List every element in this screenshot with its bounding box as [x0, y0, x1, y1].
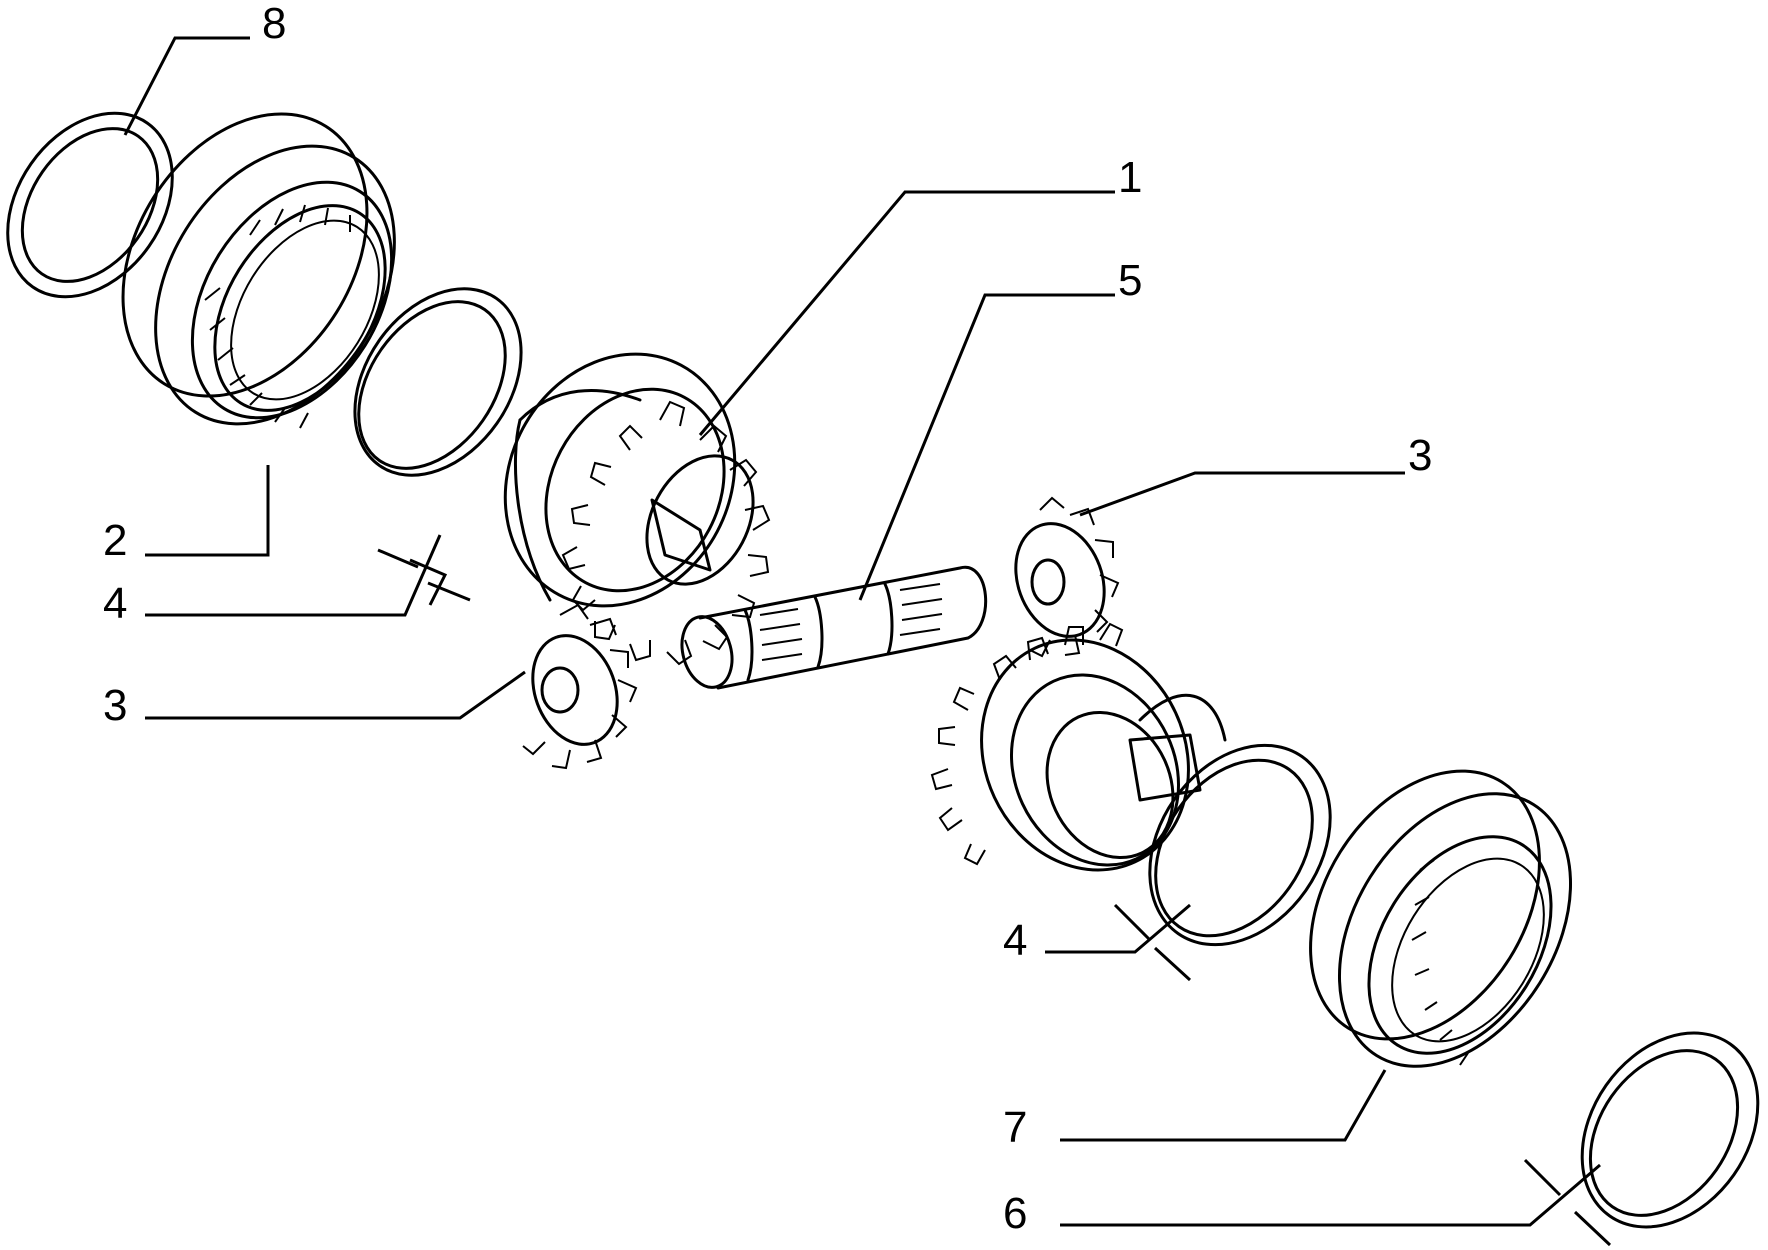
shim-ring-8 — [6, 111, 174, 299]
side-gear-right — [930, 622, 1227, 872]
shim-ring-4-left — [353, 287, 523, 477]
pinion-gear-3-left — [522, 603, 638, 770]
callout-5: 5 — [1118, 256, 1142, 305]
pinion-shaft-5 — [680, 565, 988, 690]
callout-7: 7 — [1003, 1103, 1027, 1152]
callout-2: 2 — [103, 516, 127, 565]
callout-6: 6 — [1003, 1189, 1027, 1238]
callout-3-left: 3 — [103, 681, 127, 730]
callout-4-right: 4 — [1003, 916, 1027, 965]
pinion-gear-3-right — [1014, 496, 1120, 658]
roller-bearing-2 — [121, 112, 396, 429]
callout-4-left: 4 — [103, 579, 127, 628]
side-gear-1 — [503, 352, 771, 666]
callout-3-right: 3 — [1408, 431, 1432, 480]
roller-bearing-7 — [1309, 769, 1573, 1068]
shim-ring-4-right — [1148, 743, 1332, 947]
callout-1: 1 — [1118, 153, 1142, 202]
shim-ring-6 — [1580, 1031, 1760, 1229]
leader-lines — [123, 36, 1612, 1247]
callout-8: 8 — [262, 0, 286, 48]
